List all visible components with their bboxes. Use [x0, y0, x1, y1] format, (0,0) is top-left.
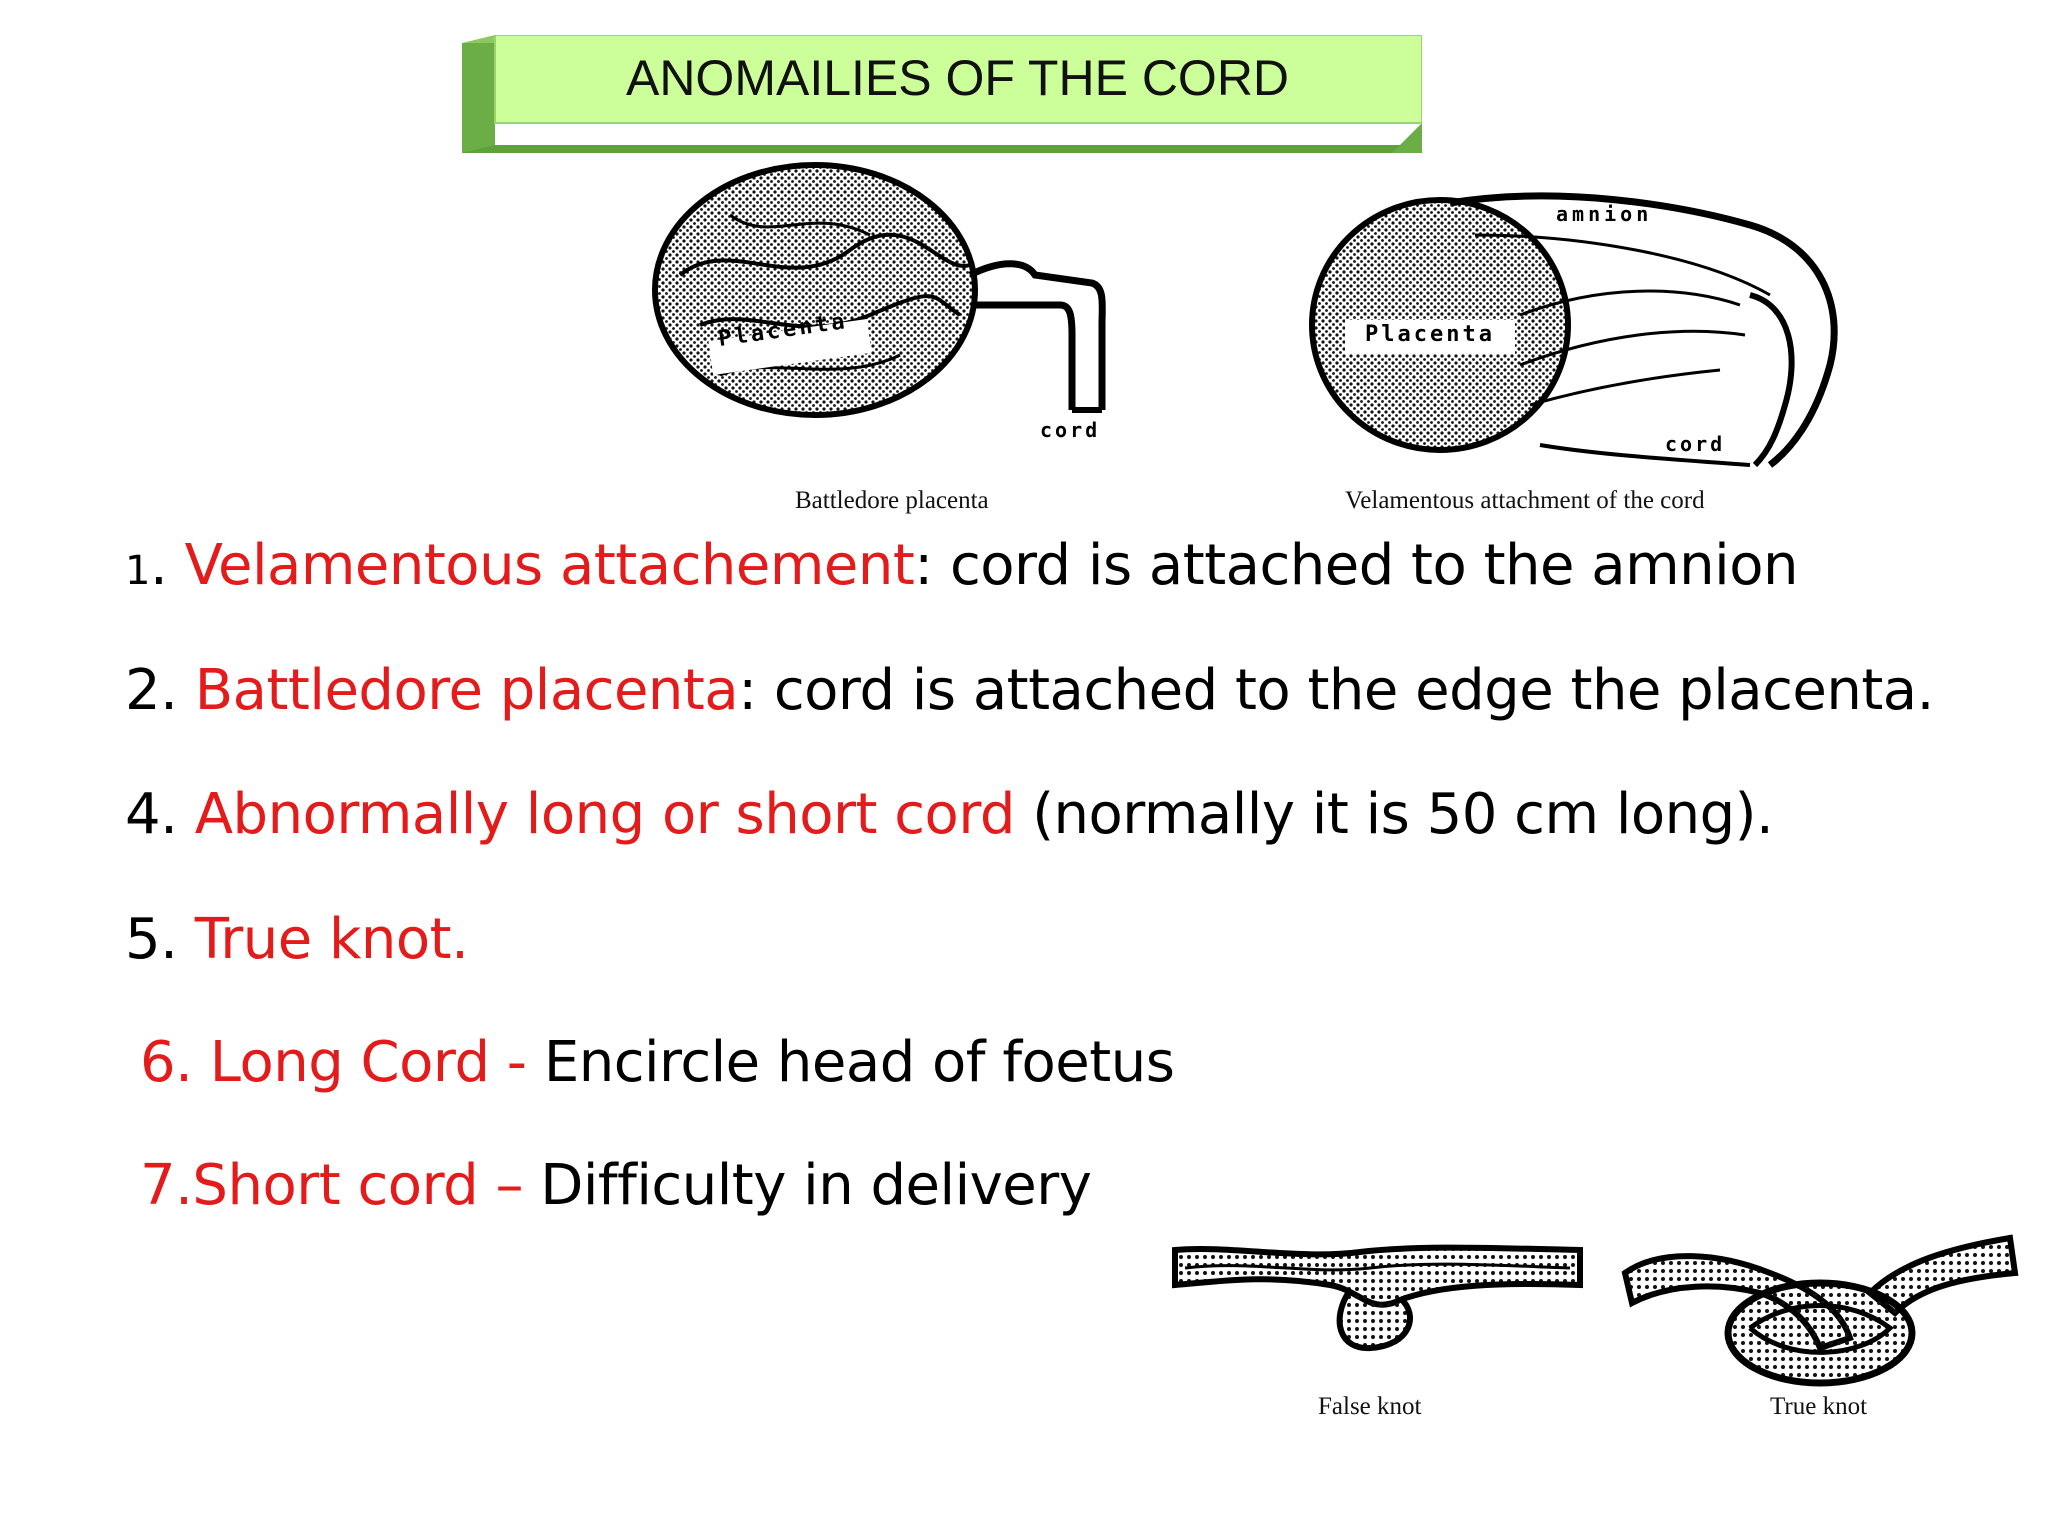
item-term: Battledore placenta — [194, 658, 739, 723]
list-item-long-cord: 6. Long Cord - Encircle head of foetus — [140, 1035, 1175, 1091]
item-term: True knot. — [194, 907, 469, 972]
battledore-cord-label: cord — [1040, 418, 1101, 442]
velamentous-attachment-figure — [1309, 192, 1838, 468]
battledore-placenta-figure — [652, 162, 1106, 418]
item-description: Encircle head of foetus — [543, 1030, 1175, 1095]
item-description: : cord is attached to the edge the place… — [738, 658, 1934, 723]
list-item-short-cord: 7.Short cord – Difficulty in delivery — [140, 1158, 1092, 1214]
item-term: 7.Short cord – — [140, 1153, 541, 1218]
item-description: (normally it is 50 cm long). — [1014, 782, 1774, 847]
velamentous-amnion-label: amnion — [1556, 202, 1653, 226]
item-number: 4. — [125, 782, 195, 847]
velamentous-cord-label: cord — [1665, 432, 1726, 456]
item-term: Velamentous attachement — [184, 533, 915, 598]
title-banner — [462, 35, 1422, 153]
item-term: Abnormally long or short cord — [194, 782, 1016, 847]
velamentous-caption: Velamentous attachment of the cord — [1345, 487, 1705, 514]
list-item-battledore: 2. Battledore placenta: cord is attached… — [125, 663, 1934, 719]
battledore-caption: Battledore placenta — [795, 487, 989, 514]
item-number: 2. — [125, 658, 195, 723]
item-number: 5. — [125, 907, 195, 972]
page-title: ANOMAILIES OF THE CORD — [625, 50, 1290, 106]
list-item-velamentous: 1. Velamentous attachement: cord is atta… — [125, 533, 1798, 598]
item-number: 1 — [125, 548, 150, 594]
true-knot-figure — [1621, 1234, 2019, 1387]
list-item-cord-length: 4. Abnormally long or short cord (normal… — [125, 787, 1774, 843]
true-knot-caption: True knot — [1770, 1393, 1868, 1420]
item-description: : cord is attached to the amnion — [914, 533, 1798, 598]
false-knot-figure — [1172, 1244, 1583, 1352]
false-knot-caption: False knot — [1318, 1393, 1422, 1420]
velamentous-placenta-label: Placenta — [1365, 322, 1495, 347]
item-description: Difficulty in delivery — [540, 1153, 1092, 1218]
item-term: 6. Long Cord - — [140, 1030, 544, 1095]
list-item-true-knot: 5. True knot. — [125, 912, 469, 968]
